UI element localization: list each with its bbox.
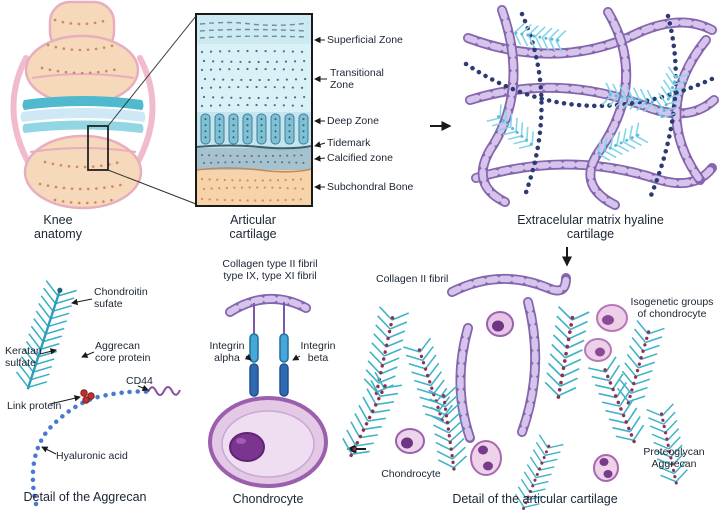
- proteoglycan-brush: [359, 305, 411, 400]
- zone-label-calcified: Calcified zone: [327, 152, 393, 164]
- femoral-cartilage-band: [22, 96, 144, 110]
- aggrecan-core-protein-label: Aggrecan core protein: [95, 340, 151, 365]
- tibial-cartilage-band: [22, 120, 144, 133]
- transitional-zone-layer: [196, 44, 312, 112]
- articular-detail-illustration: [335, 278, 692, 516]
- proteoglycan-brush: [612, 318, 667, 410]
- zone-label-deep: Deep Zone: [327, 115, 379, 127]
- chondroitin-sulfate-label: Chondroitin sufate: [94, 286, 148, 311]
- link-protein-bead: [87, 392, 95, 400]
- dividing-cell-pair: [470, 440, 502, 476]
- zone-pointer-arrows: [314, 36, 327, 191]
- articular-caption: Articular cartilage: [229, 213, 277, 242]
- aggrecan-caption: Detail of the Aggrecan: [23, 490, 147, 504]
- aggrecan-brush: [11, 279, 78, 396]
- collagen-type-label: Collagen type II fibril type IX, type XI…: [222, 258, 318, 283]
- link-protein-label: Link protein: [7, 400, 62, 412]
- zone-label-tidemark: Tidemark: [327, 137, 371, 149]
- chondrocyte-small-cell: [486, 311, 514, 337]
- proteoglycan-brush: [401, 336, 458, 428]
- integrin-beta-label: Integrin beta: [300, 340, 336, 365]
- collagen-chain: [647, 13, 679, 201]
- integrin-alpha-receptor: [249, 333, 259, 397]
- link-protein-bead: [80, 389, 88, 397]
- femur-condyle: [24, 34, 140, 106]
- keratan-sulfate-label: Keratan sulfate: [5, 345, 42, 370]
- zone-label-superficial: Superficial Zone: [327, 34, 403, 46]
- dividing-cell-pair: [593, 454, 619, 482]
- deep-zone-layer: [196, 112, 312, 148]
- ecm-caption: Extracelular matrix hyaline cartilage: [517, 213, 664, 242]
- cd44-label: CD44: [126, 375, 153, 387]
- zone-label-subchondral: Subchondral Bone: [327, 181, 414, 193]
- chondrocyte-labeled-cell: [395, 428, 425, 454]
- proteoglycan-brush: [541, 304, 592, 403]
- deep-zone-columns: [200, 113, 309, 145]
- proteoglycan-brush: [586, 355, 651, 450]
- collagen-ii-fibril-label: Collagen II fibril: [376, 273, 449, 285]
- zone-label-transitional: Transitional Zone: [330, 67, 384, 92]
- cartilage-zones-box: [195, 13, 313, 207]
- hyaluronic-acid-chain: [30, 389, 153, 507]
- cd44-coil: [147, 386, 181, 396]
- zoom-rectangle: [87, 125, 109, 171]
- chondrocyte-caption: Chondrocyte: [232, 492, 304, 506]
- isogenetic-groups-label: Isogenetic groups of chondrocyte: [630, 296, 714, 321]
- link-protein-bead: [82, 396, 90, 404]
- isogenetic-group-cells: [584, 304, 628, 362]
- nucleus-highlight: [236, 438, 246, 444]
- zoom-connector-top: [107, 15, 197, 127]
- tibia: [23, 134, 143, 210]
- proteoglycan-aggrecan-label: Proteoglycan Aggrecan: [643, 446, 705, 471]
- articular-detail-caption: Detail of the articular cartilage: [452, 492, 618, 506]
- knee-caption: Knee anatomy: [34, 213, 82, 242]
- chondrocyte-small-label: Chondrocyte: [381, 468, 441, 480]
- zoom-connector-bottom: [107, 169, 197, 205]
- knee-illustration: [10, 0, 197, 210]
- joint-space-band: [20, 108, 146, 122]
- integrin-beta-receptor: [279, 333, 289, 397]
- integrin-alpha-label: Integrin alpha: [209, 340, 245, 365]
- chondrocyte-nucleus: [229, 432, 265, 462]
- calcified-zone-layer: [196, 148, 312, 170]
- chondrocyte-illustration: [208, 299, 328, 488]
- hyaluronic-acid-label: Hyaluronic acid: [56, 450, 128, 462]
- collagen-chain: [463, 61, 717, 109]
- ecm-fiber-network: [466, 10, 714, 205]
- tidemark-line: [195, 144, 313, 150]
- aggrecan-illustration: [11, 279, 181, 507]
- cartilage-box-border: [195, 13, 313, 207]
